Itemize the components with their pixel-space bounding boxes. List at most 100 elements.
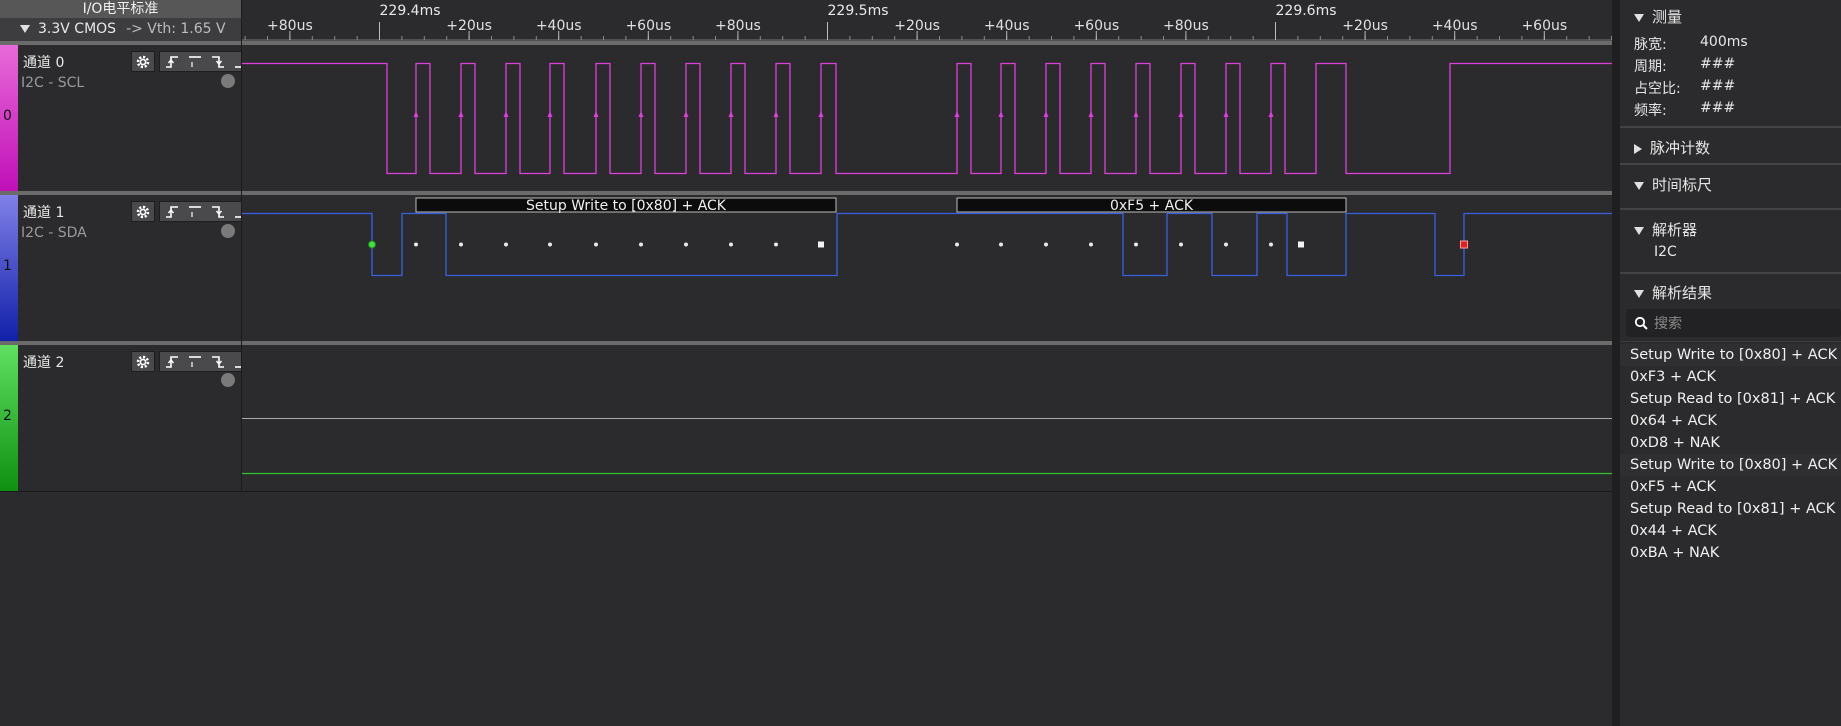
- data-bit-marker: [1044, 242, 1048, 247]
- channel-divider: [0, 41, 1612, 45]
- decoder-title: 解析器: [1652, 221, 1698, 239]
- channel-divider: [0, 191, 1612, 195]
- high-level-icon: [188, 355, 201, 367]
- ack-marker: [818, 241, 824, 248]
- channel-0-rising-edge-trigger[interactable]: [160, 52, 183, 71]
- result-row[interactable]: Setup Read to [0x81] + ACK: [1630, 391, 1836, 407]
- channel-1-protocol: I2C - SDA: [21, 225, 87, 241]
- measure-row: 周期:###: [1634, 56, 1736, 75]
- result-row[interactable]: 0xF5 + ACK: [1630, 479, 1717, 495]
- rising-edge-marker: [458, 111, 464, 117]
- channel-1-settings-button[interactable]: [131, 201, 155, 222]
- rising-edge-marker: [547, 111, 553, 117]
- channel-0-falling-edge-trigger[interactable]: [206, 52, 229, 71]
- measure-row: 脉宽:400ms: [1634, 34, 1748, 53]
- channel-1-status-indicator: [221, 224, 235, 238]
- channel-2-name: 通道 2: [23, 355, 65, 371]
- ruler-minor-label: +60us: [625, 18, 671, 34]
- results-search-box[interactable]: [1626, 309, 1841, 337]
- rising-edge-marker: [1223, 111, 1229, 117]
- channel-1-waveform[interactable]: Setup Write to [0x80] + ACK 0xF5 + ACK: [242, 195, 1612, 341]
- falling-edge-icon: [211, 205, 224, 218]
- rising-edge-marker: [1088, 111, 1094, 117]
- measure-row: 频率:###: [1634, 100, 1736, 119]
- channel-0-number: 0: [3, 108, 12, 124]
- ch2-waveform-graphic: [242, 418, 1612, 475]
- channel-1-name: 通道 1: [23, 205, 65, 221]
- data-bit-marker: [1179, 242, 1183, 247]
- data-bit-marker: [459, 242, 463, 247]
- decode-annotation-label: 0xF5 + ACK: [1110, 198, 1194, 214]
- io-standard-dropdown[interactable]: 3.3V CMOS-> Vth: 1.65 V: [0, 18, 241, 41]
- stop-condition-marker: [1460, 240, 1468, 249]
- data-bit-marker: [955, 242, 959, 247]
- rising-edge-icon: [165, 55, 178, 68]
- channel-1-high-level-trigger[interactable]: [183, 202, 206, 221]
- panel-divider: [1620, 341, 1841, 342]
- channel-2-settings-button[interactable]: [131, 351, 155, 372]
- ruler-major-label: 229.4ms: [380, 3, 441, 19]
- rising-edge-marker: [773, 111, 779, 117]
- pulse-count-title: 脉冲计数: [1650, 139, 1711, 157]
- timebase-section-header[interactable]: 时间标尺: [1634, 174, 1712, 195]
- data-bit-marker: [639, 242, 643, 247]
- channel-1-falling-edge-trigger[interactable]: [206, 202, 229, 221]
- channel-0-color-strip: 0: [0, 45, 18, 191]
- result-row[interactable]: 0xBA + NAK: [1630, 545, 1720, 561]
- measure-section-header[interactable]: 测量: [1634, 6, 1682, 27]
- results-section-header[interactable]: 解析结果: [1634, 282, 1712, 303]
- ruler-minor-label: +80us: [1163, 18, 1209, 34]
- data-bit-marker: [1134, 242, 1138, 247]
- channel-2-high-level-trigger[interactable]: [183, 352, 206, 371]
- channel-0-waveform[interactable]: [242, 45, 1612, 191]
- io-standard-header: I/O电平标准: [0, 0, 241, 18]
- channel-2-status-indicator: [221, 373, 235, 387]
- ruler-minor-label: +60us: [1521, 18, 1567, 34]
- result-row[interactable]: 0x64 + ACK: [1630, 413, 1717, 429]
- scl-waveform-graphic: [242, 62, 1612, 175]
- vth-value: -> Vth: 1.65 V: [126, 21, 226, 37]
- rising-edge-icon: [165, 205, 178, 218]
- results-title: 解析结果: [1652, 284, 1713, 302]
- decoder-item-i2c[interactable]: I2C: [1654, 244, 1677, 260]
- result-row[interactable]: Setup Write to [0x80] + ACK: [1620, 344, 1841, 366]
- result-row[interactable]: Setup Write to [0x80] + ACK: [1620, 454, 1841, 476]
- channel-2-rising-edge-trigger[interactable]: [160, 352, 183, 371]
- start-condition-marker: [368, 240, 376, 249]
- channel-2-falling-edge-trigger[interactable]: [206, 352, 229, 371]
- result-row[interactable]: 0x44 + ACK: [1630, 523, 1717, 539]
- rising-edge-marker: [503, 111, 509, 117]
- channel-divider: [0, 341, 1612, 345]
- rising-edge-marker: [593, 111, 599, 117]
- search-input[interactable]: [1652, 313, 1836, 335]
- ruler-major-label: 229.5ms: [828, 3, 889, 19]
- expanded-arrow-icon: [1634, 289, 1644, 298]
- channel-0-status-indicator: [221, 74, 235, 88]
- right-panel: 测量 脉宽:400ms 周期:### 占空比:### 频率:### 脉冲计数 时…: [1612, 0, 1841, 726]
- sda-signal-trace: [242, 212, 1612, 277]
- decoder-section-header[interactable]: 解析器: [1634, 219, 1697, 240]
- falling-edge-icon: [211, 55, 224, 68]
- collapsed-arrow-icon: [1634, 143, 1642, 154]
- channel-1-rising-edge-trigger[interactable]: [160, 202, 183, 221]
- panel-divider: [1620, 272, 1841, 274]
- label-column-border: [241, 0, 242, 491]
- data-bit-marker: [999, 242, 1003, 247]
- scl-signal-trace: [242, 62, 1612, 175]
- pulse-count-section-header[interactable]: 脉冲计数: [1634, 137, 1710, 158]
- result-row[interactable]: 0xD8 + NAK: [1630, 435, 1720, 451]
- channel-1-label-area: 通道 1 I2C - SDA: [18, 195, 253, 341]
- channel-0-settings-button[interactable]: [131, 51, 155, 72]
- channel-0-name: 通道 0: [23, 55, 65, 71]
- result-row[interactable]: 0xF3 + ACK: [1630, 369, 1717, 385]
- rising-edge-marker: [1043, 111, 1049, 117]
- channel-2-waveform[interactable]: [242, 345, 1612, 491]
- decode-annotation-label: Setup Write to [0x80] + ACK: [526, 198, 727, 214]
- rising-edge-marker: [1133, 111, 1139, 117]
- channel-0-high-level-trigger[interactable]: [183, 52, 206, 71]
- result-row[interactable]: Setup Read to [0x81] + ACK: [1630, 501, 1836, 517]
- channel-0-label-area: 通道 0 I2C - SCL: [18, 45, 253, 191]
- data-bit-marker: [1224, 242, 1228, 247]
